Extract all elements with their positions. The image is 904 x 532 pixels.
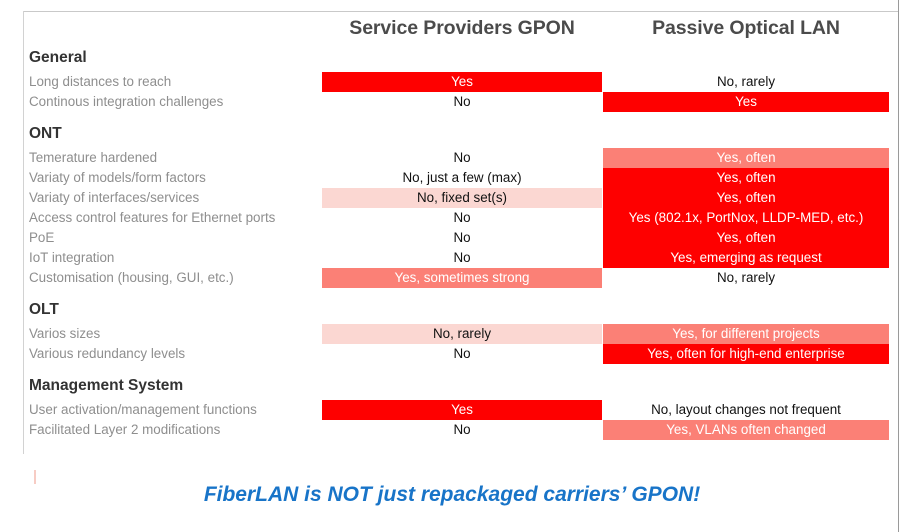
section-heading-row: OLT <box>0 300 904 320</box>
cell-pol: Yes, VLANs often changed <box>603 420 889 440</box>
table-row: Variaty of interfaces/services No, fixed … <box>0 188 904 208</box>
cell-pol: Yes, often <box>603 168 889 188</box>
column-header-gpon: Service Providers GPON <box>349 17 575 39</box>
table-row: Long distances to reach Yes No, rarely <box>0 72 904 92</box>
cell-gpon: No <box>453 422 471 437</box>
table-row: Facilitated Layer 2 modifications No Yes, … <box>0 420 904 440</box>
cell-gpon: No, fixed set(s) <box>322 188 602 208</box>
table-row: Various redundancy levels No Yes, often fo… <box>0 344 904 364</box>
cell-pol: Yes <box>603 92 889 112</box>
section-heading-row: ONT <box>0 124 904 144</box>
cell-gpon: Yes, sometimes strong <box>322 268 602 288</box>
section-heading-label: General <box>29 49 87 66</box>
cell-pol: No, rarely <box>716 270 776 285</box>
row-label: IoT integration <box>29 250 115 265</box>
cell-pol: Yes, often for high-end enterprise <box>603 344 889 364</box>
row-label: Access control features for Ethernet por… <box>29 210 276 225</box>
table-row: Customisation (housing, GUI, etc.) Yes, s… <box>0 268 904 288</box>
cell-gpon: Yes <box>322 72 602 92</box>
cell-pol: Yes, emerging as request <box>603 248 889 268</box>
table-row: Variaty of models/form factors No, just a… <box>0 168 904 188</box>
table-row: Continous integration challenges No Yes <box>0 92 904 112</box>
row-label: Various redundancy levels <box>29 346 186 361</box>
section-heading-row: Management System <box>0 376 904 396</box>
frame-left-rule <box>23 11 24 454</box>
table-row: IoT integration No Yes, emerging as reques… <box>0 248 904 268</box>
column-header-pol: Passive Optical LAN <box>652 17 840 39</box>
section-heading-row: General <box>0 48 904 68</box>
cell-pol: Yes, often <box>603 228 889 248</box>
tick-mark <box>34 470 36 484</box>
section-heading-label: OLT <box>29 301 59 318</box>
cell-pol: No, rarely <box>716 74 776 89</box>
comparison-table: Service Providers GPON Passive Optical L… <box>0 17 904 440</box>
table-row: PoE No Yes, often <box>0 228 904 248</box>
cell-gpon: No <box>453 150 471 165</box>
cell-gpon: Yes <box>322 400 602 420</box>
cell-pol: No, layout changes not frequent <box>651 402 841 417</box>
table-row: Temerature hardened No Yes, often <box>0 148 904 168</box>
cell-gpon: No <box>453 346 471 361</box>
row-label: PoE <box>29 230 55 245</box>
cell-gpon: No, rarely <box>322 324 602 344</box>
cell-pol: Yes, often <box>603 148 889 168</box>
row-label: Continous integration challenges <box>29 94 224 109</box>
row-label: Varios sizes <box>29 326 101 341</box>
row-label: User activation/management functions <box>29 402 257 417</box>
cell-gpon: No <box>453 94 471 109</box>
cell-pol: Yes, for different projects <box>603 324 889 344</box>
cell-pol: Yes, often <box>603 188 889 208</box>
section-heading-label: Management System <box>29 377 184 394</box>
cell-gpon: No <box>453 230 471 245</box>
table-row: Access control features for Ethernet por… <box>0 208 904 228</box>
section-heading-label: ONT <box>29 125 62 142</box>
table-row: User activation/management functions Yes N… <box>0 400 904 420</box>
row-label: Customisation (housing, GUI, etc.) <box>29 270 234 285</box>
row-label: Long distances to reach <box>29 74 172 89</box>
cell-gpon: No <box>453 250 471 265</box>
row-label: Variaty of interfaces/services <box>29 190 200 205</box>
slide-caption: FiberLAN is NOT just repackaged carriers… <box>203 483 701 506</box>
cell-gpon: No, just a few (max) <box>402 170 522 185</box>
cell-gpon: No <box>453 210 471 225</box>
cell-pol: Yes (802.1x, PortNox, LLDP-MED, etc.) <box>603 208 889 228</box>
frame-top-rule <box>23 11 899 12</box>
row-label: Facilitated Layer 2 modifications <box>29 422 221 437</box>
row-label: Temerature hardened <box>29 150 158 165</box>
row-label: Variaty of models/form factors <box>29 170 206 185</box>
frame-right-rule <box>898 0 899 532</box>
